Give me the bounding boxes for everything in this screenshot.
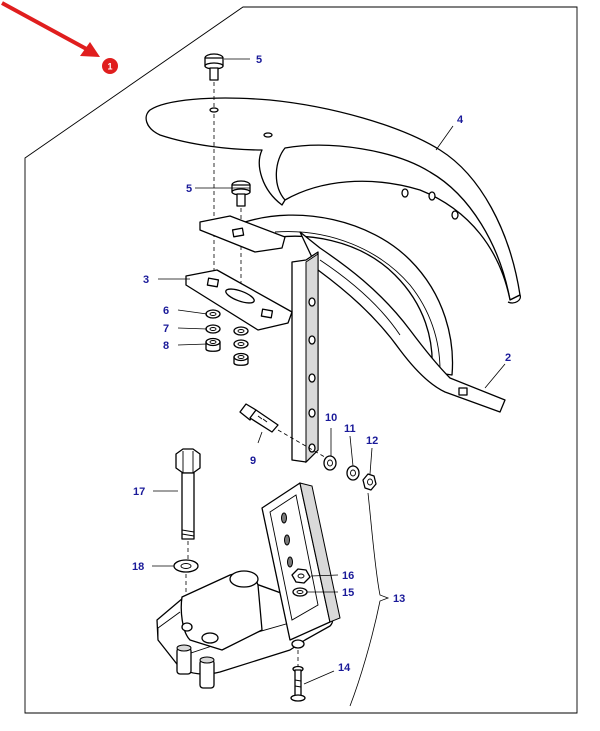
group-13-brace: [349, 492, 390, 707]
callout-4[interactable]: 4: [457, 114, 464, 126]
callout-8[interactable]: 8: [163, 340, 169, 352]
bolt-top-part: [204, 53, 224, 108]
assembly-frame: [24, 6, 578, 714]
clamp-plate-part: [185, 269, 293, 331]
callout-6[interactable]: 6: [163, 305, 169, 317]
vertical-strut-part: [291, 251, 319, 464]
callout-12[interactable]: 12: [366, 435, 378, 447]
support-arm-part: [299, 231, 506, 413]
leader-lines: [152, 58, 506, 685]
callout-11[interactable]: 11: [344, 423, 356, 435]
position-marker[interactable]: 1: [1, 1, 118, 74]
callout-2[interactable]: 2: [505, 352, 511, 364]
long-bolt-part: [175, 448, 201, 560]
bolt-middle-part: [231, 180, 251, 236]
callout-labels: 5 4 5 3 6 7 8 2 10 11 12 9 17 18 16 15 1…: [132, 54, 511, 674]
callout-13[interactable]: 13: [393, 593, 405, 605]
washer-11-part: [346, 465, 360, 481]
nut-12-part: [362, 473, 377, 491]
washer-10-part: [323, 455, 337, 471]
mounting-base-part: [156, 482, 341, 689]
hardware-stack-left: [205, 309, 221, 352]
bottom-screw-part: [290, 650, 306, 702]
fender-part: [145, 97, 521, 376]
callout-18[interactable]: 18: [132, 561, 144, 573]
hardware-stack-right: [233, 326, 249, 366]
callout-3[interactable]: 3: [143, 274, 149, 286]
callout-14[interactable]: 14: [338, 662, 351, 674]
marker-badge-label: 1: [107, 62, 112, 72]
marker-badge: [102, 58, 118, 74]
callout-10[interactable]: 10: [325, 412, 337, 424]
callout-5-middle[interactable]: 5: [186, 183, 192, 195]
callout-16[interactable]: 16: [342, 570, 354, 582]
side-bolt-part: [239, 403, 331, 461]
red-arrow-icon: [1, 1, 93, 54]
callout-7[interactable]: 7: [163, 323, 169, 335]
callout-17[interactable]: 17: [133, 486, 145, 498]
callout-9[interactable]: 9: [250, 455, 256, 467]
callout-15[interactable]: 15: [342, 587, 354, 599]
callout-5-top[interactable]: 5: [256, 54, 262, 66]
red-arrowhead-icon: [80, 42, 100, 57]
